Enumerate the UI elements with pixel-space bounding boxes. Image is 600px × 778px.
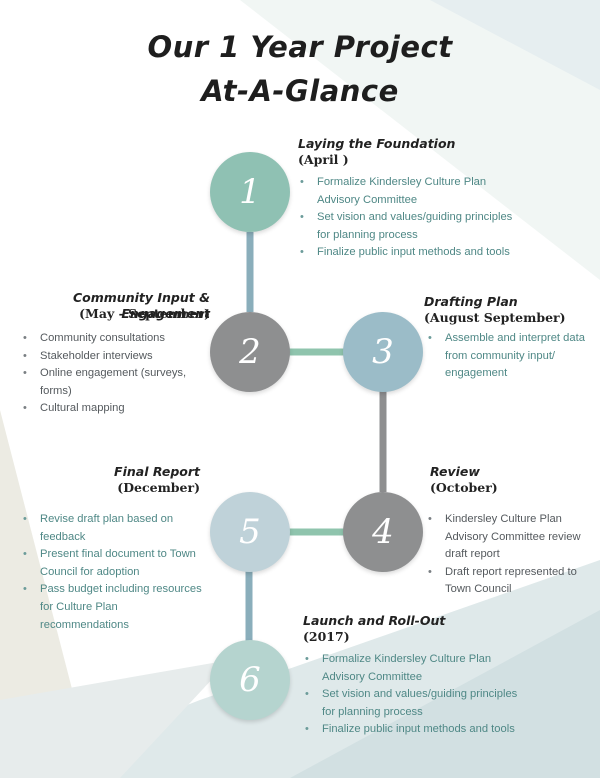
list-item: Present final document to Town Council f… <box>21 546 206 581</box>
bg-shape-top-corner <box>430 0 600 90</box>
list-item: Community consultations <box>21 330 206 348</box>
list-item: Stakeholder interviews <box>21 348 206 366</box>
phase-6-date: (2017) <box>303 629 350 644</box>
phase-6-circle: 6 <box>210 640 290 720</box>
page-title-line2: At-A-Glance <box>201 74 399 108</box>
phase-5-number: 5 <box>239 512 261 552</box>
phase-2-number: 2 <box>239 332 261 372</box>
phase-1-number: 1 <box>239 172 261 212</box>
phase-3-circle: 3 <box>343 312 423 392</box>
phase-1-list: Formalize Kindersley Culture Plan Adviso… <box>298 174 513 262</box>
list-item: Kindersley Culture Plan Advisory Committ… <box>426 511 596 564</box>
phase-1-date: (April ) <box>298 152 349 167</box>
list-item: Set vision and values/guiding principles… <box>298 209 513 244</box>
phase-2-title: Community Input & Engagement <box>73 290 210 321</box>
list-item: Set vision and values/guiding principles… <box>303 686 518 721</box>
phase-5-list: Revise draft plan based on feedback Pres… <box>21 511 206 634</box>
list-item: Formalize Kindersley Culture Plan Adviso… <box>303 651 518 686</box>
phase-6-number: 6 <box>239 660 261 700</box>
list-item: Formalize Kindersley Culture Plan Adviso… <box>298 174 513 209</box>
page-title-line1: Our 1 Year Project <box>147 30 453 64</box>
phase-4-title: Review <box>430 464 480 479</box>
list-item: Cultural mapping <box>21 400 206 418</box>
phase-1-circle: 1 <box>210 152 290 232</box>
phase-5-title: Final Report <box>114 464 200 479</box>
phase-4-date: (October) <box>430 480 498 495</box>
list-item: Pass budget including resources for Cult… <box>21 581 206 634</box>
phase-6-list: Formalize Kindersley Culture Plan Adviso… <box>303 651 518 739</box>
bg-shape-bottom-left <box>0 660 230 778</box>
phase-3-number: 3 <box>372 332 394 372</box>
phase-2-date: (May - September) <box>79 306 210 321</box>
phase-3-list: Assemble and interpret data from communi… <box>426 330 596 383</box>
phase-1-title: Laying the Foundation <box>298 136 456 151</box>
phase-4-list: Kindersley Culture Plan Advisory Committ… <box>426 511 596 599</box>
phase-3-date: (August September) <box>424 310 566 325</box>
phase-4-circle: 4 <box>343 492 423 572</box>
list-item: Finalize public input methods and tools <box>303 721 518 739</box>
phase-3-title: Drafting Plan <box>424 294 518 309</box>
list-item: Revise draft plan based on feedback <box>21 511 206 546</box>
list-item: Draft report represented to Town Council <box>426 564 596 599</box>
list-item: Online engagement (surveys, forms) <box>21 365 206 400</box>
phase-4-number: 4 <box>372 512 394 552</box>
phase-2-list: Community consultations Stakeholder inte… <box>21 330 206 418</box>
list-item: Assemble and interpret data from communi… <box>426 330 596 383</box>
list-item: Finalize public input methods and tools <box>298 244 513 262</box>
phase-6-title: Launch and Roll-Out <box>303 613 446 628</box>
phase-5-circle: 5 <box>210 492 290 572</box>
phase-5-date: (December) <box>117 480 200 495</box>
phase-2-circle: 2 <box>210 312 290 392</box>
